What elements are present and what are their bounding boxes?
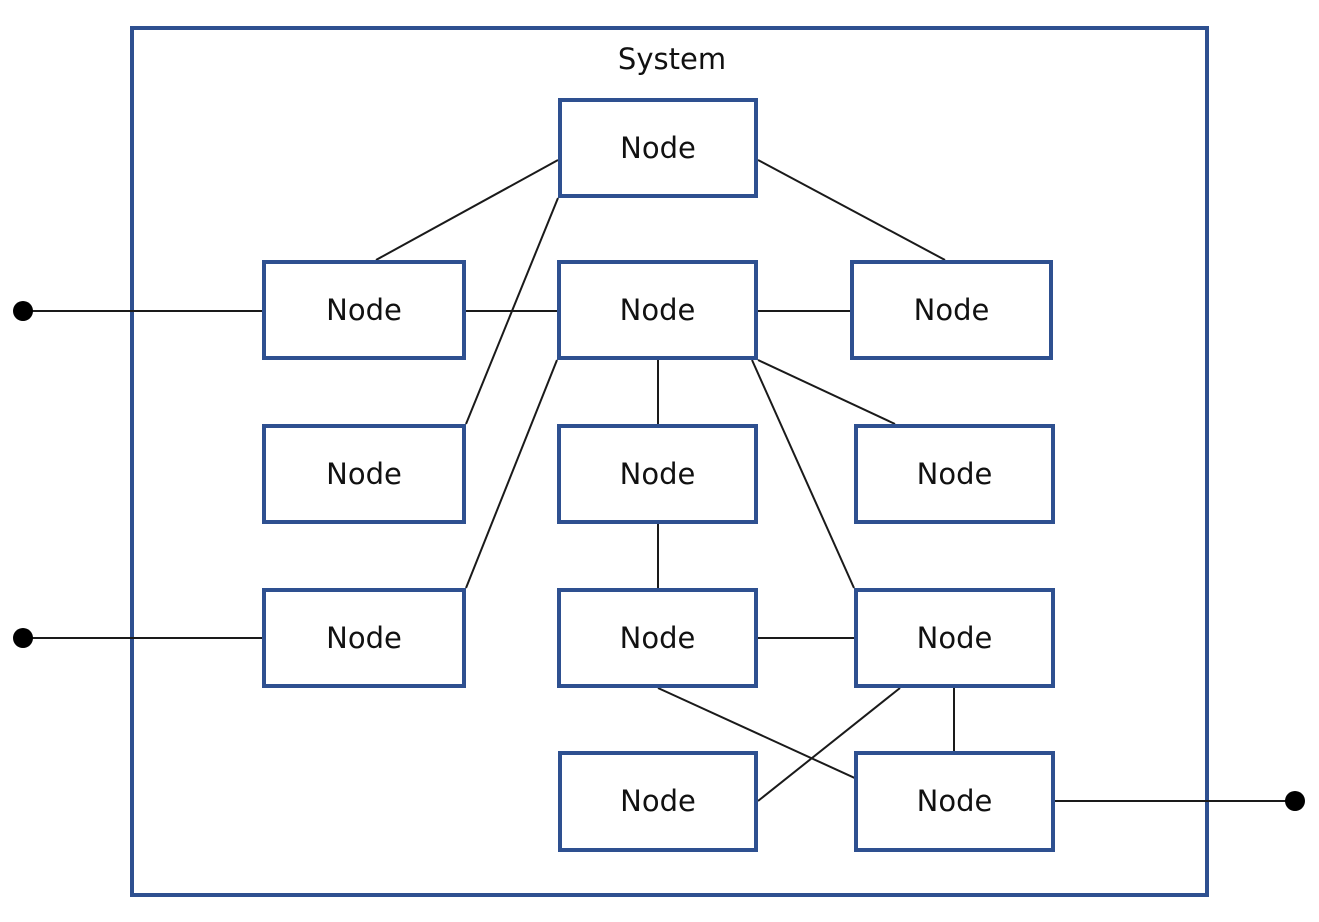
node-label: Node <box>619 292 696 327</box>
node-block[interactable]: Node <box>262 260 466 360</box>
external-port-dot[interactable] <box>1285 791 1305 811</box>
edge-n11-n10 <box>757 687 901 802</box>
node-block[interactable]: Node <box>557 588 758 688</box>
node-label: Node <box>619 620 696 655</box>
node-label: Node <box>326 292 402 327</box>
node-label: Node <box>916 620 993 655</box>
node-label: Node <box>913 292 990 327</box>
external-port-dot[interactable] <box>13 628 33 648</box>
node-block[interactable]: Node <box>854 424 1055 524</box>
node-block[interactable]: Node <box>262 424 466 524</box>
node-block[interactable]: Node <box>854 588 1055 688</box>
node-label: Node <box>620 130 696 165</box>
node-label: Node <box>620 784 696 818</box>
node-block[interactable]: Node <box>557 424 758 524</box>
node-label: Node <box>916 456 993 491</box>
node-block[interactable]: Node <box>558 751 758 852</box>
edge-n3-n10 <box>751 359 855 589</box>
system-boundary <box>130 26 1209 897</box>
node-block[interactable]: Node <box>262 588 466 688</box>
edge-n1-n2 <box>375 159 559 261</box>
node-label: Node <box>326 620 402 655</box>
node-label: Node <box>619 456 696 491</box>
node-block[interactable]: Node <box>850 260 1053 360</box>
system-title: System <box>617 42 727 76</box>
node-block[interactable]: Node <box>854 751 1055 852</box>
edge-n3-n8 <box>465 359 558 589</box>
node-block[interactable]: Node <box>557 260 758 360</box>
node-label: Node <box>326 456 402 491</box>
node-block[interactable]: Node <box>558 98 758 198</box>
edge-n3-n7 <box>757 359 896 425</box>
external-port-dot[interactable] <box>13 301 33 321</box>
node-label: Node <box>916 784 993 818</box>
edge-n1-n4 <box>757 159 946 261</box>
